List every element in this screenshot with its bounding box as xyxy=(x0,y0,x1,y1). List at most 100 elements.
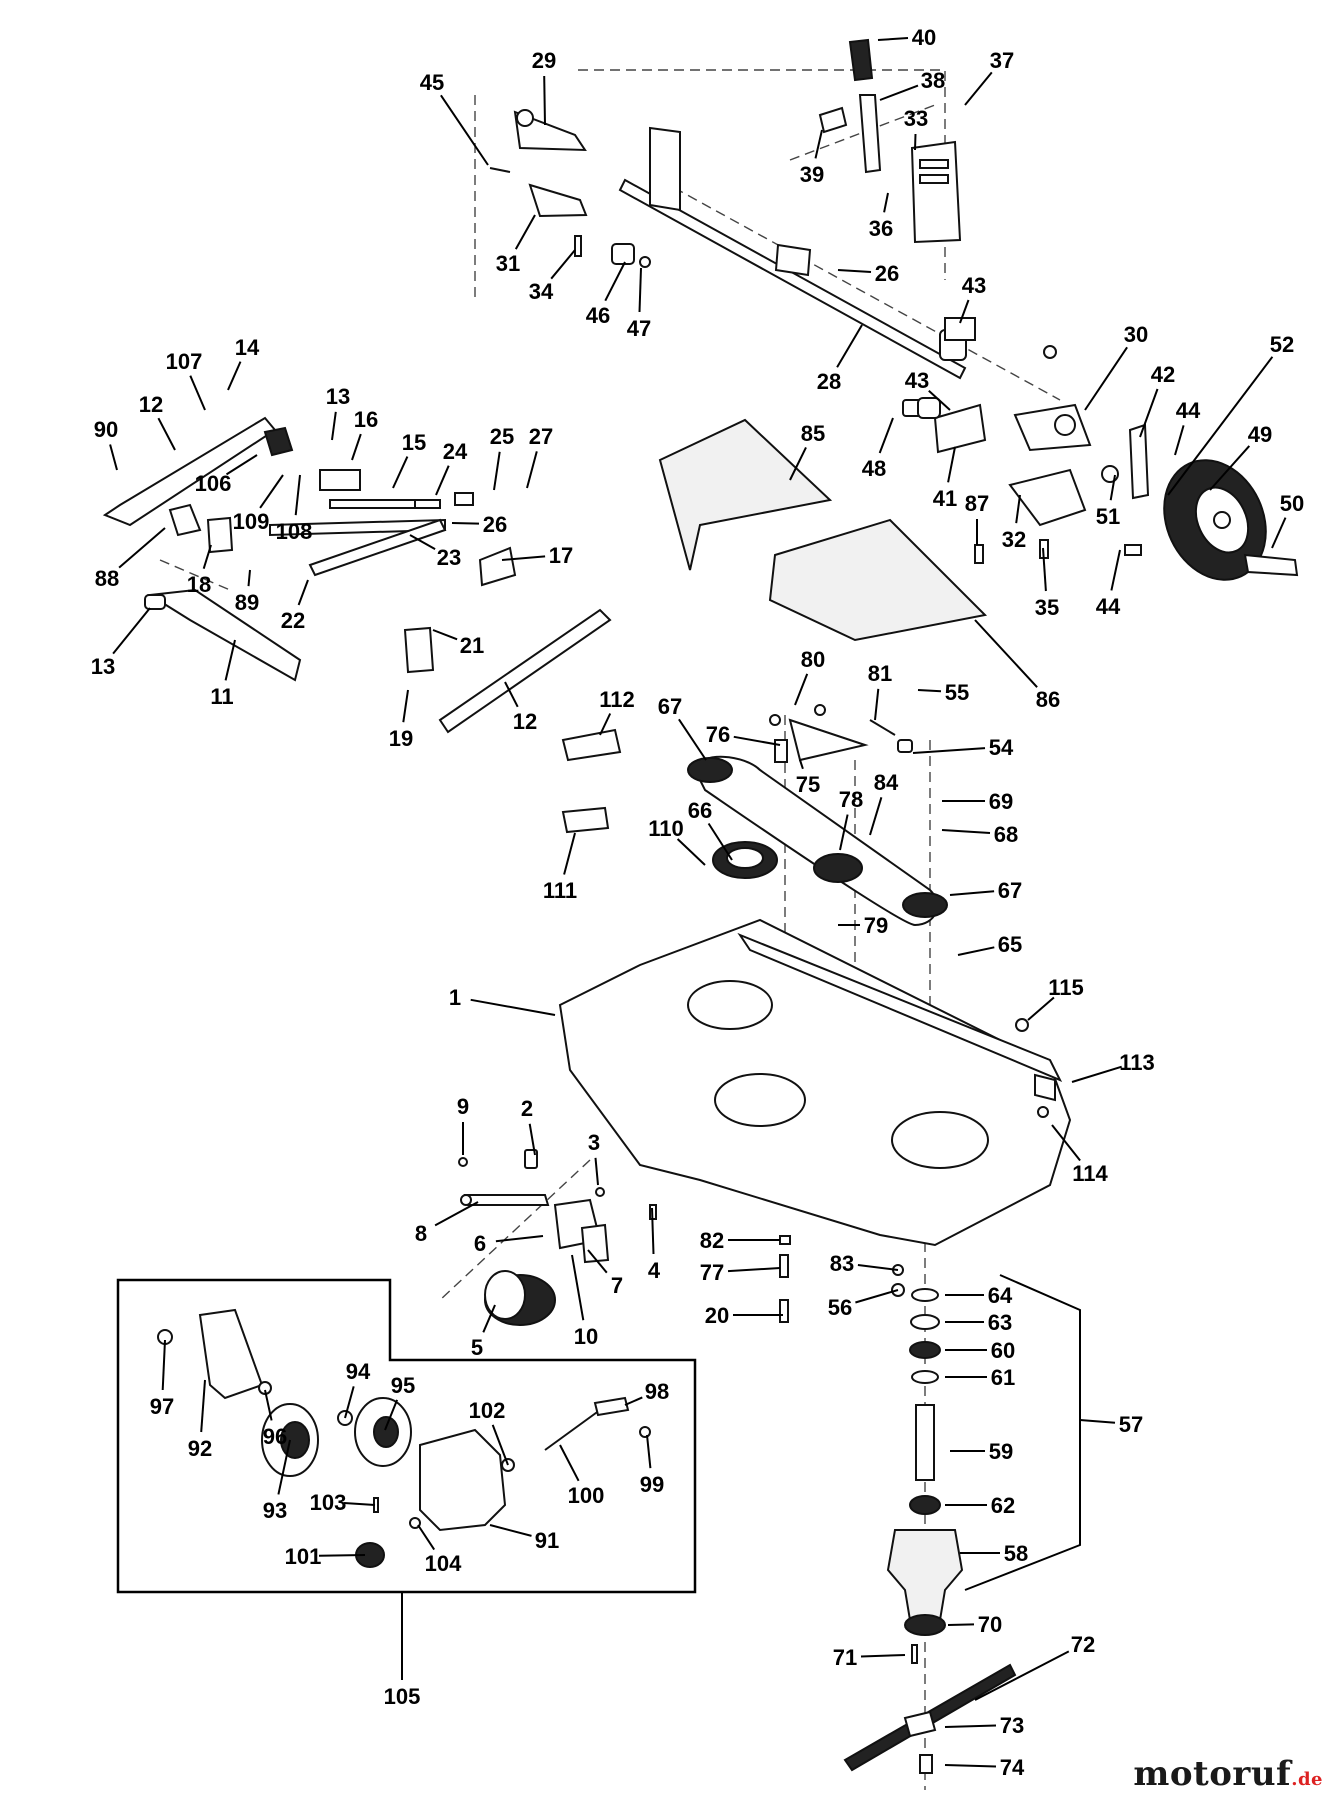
callout-number: 6 xyxy=(474,1231,486,1256)
callout-102: 102 xyxy=(469,1398,509,1466)
leader-line xyxy=(964,71,993,106)
callout-number: 77 xyxy=(700,1260,724,1285)
callout-30: 30 xyxy=(1084,322,1148,411)
leader-line xyxy=(112,607,151,655)
leader-line xyxy=(646,1434,652,1469)
callout-number: 23 xyxy=(437,545,461,570)
callout-20: 20 xyxy=(705,1303,783,1328)
anti-scalp-roller xyxy=(458,1149,657,1326)
leader-line xyxy=(482,1304,496,1333)
leader-line xyxy=(504,681,519,708)
callout-number: 90 xyxy=(94,417,118,442)
callout-50: 50 xyxy=(1271,491,1304,549)
callout-number: 69 xyxy=(989,789,1013,814)
callout-36: 36 xyxy=(869,192,893,241)
callout-111: 111 xyxy=(543,832,577,903)
callout-number: 114 xyxy=(1072,1161,1108,1186)
callout-40: 40 xyxy=(877,25,936,50)
callout-number: 57 xyxy=(1119,1412,1143,1437)
callout-16: 16 xyxy=(351,407,378,461)
callout-106: 106 xyxy=(195,454,258,496)
leader-line xyxy=(528,1123,536,1156)
callout-19: 19 xyxy=(389,689,413,751)
callout-number: 43 xyxy=(905,368,929,393)
callout-number: 18 xyxy=(187,572,211,597)
leader-line xyxy=(514,214,536,250)
leader-line xyxy=(914,133,917,151)
leader-line xyxy=(440,94,489,166)
callout-number: 55 xyxy=(945,680,969,705)
callout-number: 58 xyxy=(1004,1541,1028,1566)
callout-number: 66 xyxy=(688,798,712,823)
leader-line xyxy=(878,417,894,454)
callout-number: 49 xyxy=(1248,422,1272,447)
callout-number: 44 xyxy=(1096,594,1121,619)
leader-line xyxy=(877,37,909,41)
callout-10: 10 xyxy=(571,1254,598,1349)
callout-65: 65 xyxy=(957,932,1022,957)
callout-69: 69 xyxy=(942,789,1013,814)
leader-line xyxy=(1071,1065,1122,1083)
leader-line xyxy=(836,324,863,368)
leader-line xyxy=(402,689,409,723)
leader-line xyxy=(814,129,823,159)
callout-108: 108 xyxy=(276,474,312,544)
callout-27: 27 xyxy=(526,424,553,489)
leader-line xyxy=(200,1379,206,1433)
callout-number: 65 xyxy=(998,932,1022,957)
callout-number: 26 xyxy=(483,512,507,537)
callout-99: 99 xyxy=(640,1434,664,1497)
callout-number: 96 xyxy=(263,1424,287,1449)
decals xyxy=(561,728,622,834)
callout-8: 8 xyxy=(415,1201,479,1246)
callout-number: 100 xyxy=(568,1483,605,1508)
callout-114: 114 xyxy=(1051,1124,1109,1186)
leader-line xyxy=(944,1764,997,1768)
leader-line xyxy=(1051,1124,1081,1162)
callout-115: 115 xyxy=(1027,975,1084,1021)
leader-line xyxy=(543,75,546,126)
callout-number: 115 xyxy=(1048,975,1084,1000)
callout-105: 105 xyxy=(384,1592,420,1709)
leader-line xyxy=(118,527,166,569)
callout-98: 98 xyxy=(624,1379,669,1406)
callout-32: 32 xyxy=(1002,494,1026,552)
callout-number: 64 xyxy=(988,1283,1013,1308)
callout-9: 9 xyxy=(457,1094,469,1155)
callout-number: 83 xyxy=(830,1251,854,1276)
callout-107: 107 xyxy=(166,349,206,411)
leader-line xyxy=(559,1444,580,1482)
leader-line xyxy=(161,1339,166,1391)
callout-39: 39 xyxy=(800,129,824,187)
callout-81: 81 xyxy=(868,661,892,721)
gauge-wheel-assembly xyxy=(902,345,1299,581)
callout-104: 104 xyxy=(417,1524,462,1576)
leader-line xyxy=(157,417,176,451)
mower-deck xyxy=(558,918,1072,1247)
leader-line xyxy=(638,267,642,313)
callout-number: 111 xyxy=(543,878,577,903)
callout-56: 56 xyxy=(828,1289,899,1320)
callout-44: 44 xyxy=(1174,398,1201,456)
leader-line xyxy=(869,797,883,836)
leader-line xyxy=(860,1654,906,1658)
callout-number: 112 xyxy=(599,687,635,712)
leader-line xyxy=(297,579,309,606)
callout-number: 78 xyxy=(839,787,863,812)
callout-number: 73 xyxy=(1000,1713,1024,1738)
leader-line xyxy=(563,832,576,875)
callout-number: 43 xyxy=(962,273,986,298)
callout-112: 112 xyxy=(599,687,635,736)
leader-line xyxy=(1209,445,1251,491)
leader-line xyxy=(294,474,301,516)
callout-43: 43 xyxy=(905,368,951,411)
callout-37: 37 xyxy=(964,48,1014,106)
leader-line xyxy=(1109,474,1116,501)
leader-line xyxy=(189,375,206,411)
callout-46: 46 xyxy=(586,261,626,328)
callout-78: 78 xyxy=(839,787,863,851)
callout-number: 9 xyxy=(457,1094,469,1119)
callout-54: 54 xyxy=(912,735,1014,760)
leader-line xyxy=(651,1207,655,1255)
callout-85: 85 xyxy=(789,421,825,481)
